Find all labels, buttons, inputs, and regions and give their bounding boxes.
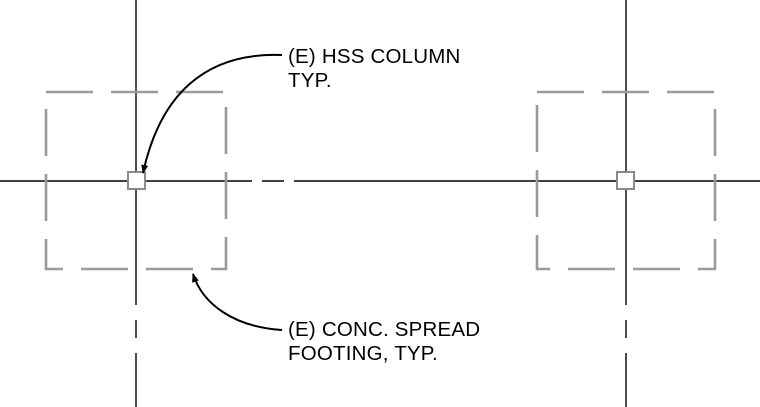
label-hss-column: (E) HSS COLUMN TYP. xyxy=(288,45,461,93)
leader-footing xyxy=(192,273,283,331)
label-spread-footing-line-2: FOOTING, TYP. xyxy=(288,342,438,365)
footing-left xyxy=(44,90,228,271)
hss-column-right xyxy=(616,171,635,190)
label-spread-footing-line-1: (E) CONC. SPREAD xyxy=(288,318,481,341)
footing-right xyxy=(535,90,717,271)
label-spread-footing: (E) CONC. SPREAD FOOTING, TYP. xyxy=(288,318,480,366)
label-hss-column-line-2: TYP. xyxy=(288,69,332,92)
hss-column-left xyxy=(127,171,146,190)
label-hss-column-line-1: (E) HSS COLUMN xyxy=(288,45,461,68)
leader-column xyxy=(141,53,283,174)
